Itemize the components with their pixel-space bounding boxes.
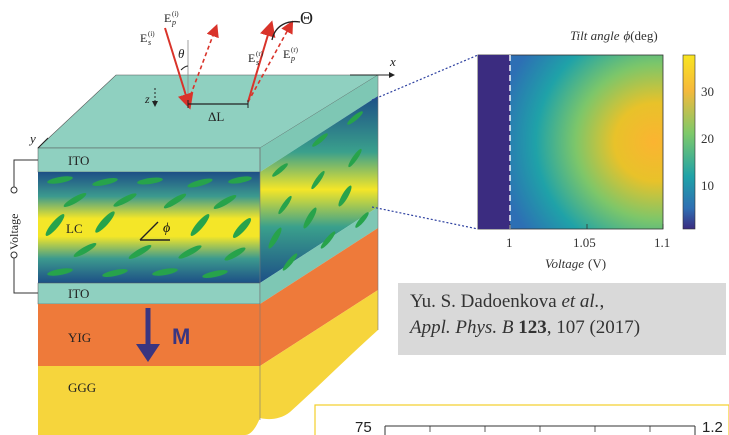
svg-text:E: E bbox=[140, 31, 147, 45]
citation-box: Yu. S. Dadoenkova et al., Appl. Phys. B … bbox=[398, 283, 726, 355]
svg-text:E: E bbox=[248, 51, 255, 65]
svg-text:(r): (r) bbox=[291, 46, 299, 54]
incident-s-field: E s (i) bbox=[140, 30, 155, 47]
layer-lc bbox=[38, 172, 260, 283]
label-lc: LC bbox=[66, 221, 83, 236]
voltage-wire bbox=[13, 159, 38, 294]
voltage-label: Voltage bbox=[7, 214, 21, 250]
colorbar bbox=[682, 54, 696, 230]
label-ggg: GGG bbox=[68, 380, 96, 395]
y-axis bbox=[37, 137, 49, 149]
bottom-chart-left-tick: 75 bbox=[355, 419, 372, 435]
svg-text:E: E bbox=[164, 11, 171, 25]
inset-xlabel: Voltage(V) bbox=[545, 256, 606, 271]
z-axis-label: z bbox=[144, 92, 150, 106]
lc-molecules-side bbox=[268, 111, 369, 271]
svg-text:(r): (r) bbox=[256, 50, 264, 58]
svg-text:E: E bbox=[283, 47, 290, 61]
phi-label: ϕ bbox=[163, 221, 170, 236]
theta-arc bbox=[180, 65, 189, 71]
svg-text:(i): (i) bbox=[172, 10, 179, 18]
inset-xtick-1: 1 bbox=[506, 235, 513, 250]
reflected-s-field: E s (r) bbox=[248, 50, 264, 67]
inset-dark-band bbox=[478, 55, 510, 229]
side-ito-bottom bbox=[260, 207, 378, 304]
svg-text:p: p bbox=[290, 54, 295, 63]
colorbar-tick-30: 30 bbox=[701, 84, 714, 99]
incident-beam bbox=[164, 27, 194, 110]
label-yig: YIG bbox=[68, 330, 91, 345]
colorbar-tick-10: 10 bbox=[701, 178, 714, 193]
zoom-line-bottom bbox=[371, 206, 479, 230]
magnetization-label: M bbox=[172, 324, 190, 349]
inset-xtick-3: 1.1 bbox=[654, 235, 670, 250]
phi-angle-mark bbox=[139, 221, 170, 241]
lc-molecules-front bbox=[45, 176, 252, 278]
svg-text:Voltage(V): Voltage(V) bbox=[545, 256, 606, 271]
incident-p-beam bbox=[187, 24, 219, 103]
x-axis-label: x bbox=[389, 54, 396, 69]
inset-xtick-2: 1.05 bbox=[573, 235, 596, 250]
y-axis-label: y bbox=[28, 131, 36, 146]
reflected-beam bbox=[247, 20, 276, 103]
big-theta-arc bbox=[271, 20, 301, 41]
svg-text:(i): (i) bbox=[148, 30, 155, 38]
bottom-chart-right-tick: 1.2 bbox=[702, 419, 723, 435]
ggg-front-wave bbox=[38, 406, 260, 435]
svg-text:s: s bbox=[256, 58, 259, 67]
svg-text:s: s bbox=[148, 38, 151, 47]
incident-p-field: E p (i) bbox=[164, 10, 179, 27]
side-ggg bbox=[260, 290, 378, 420]
reflected-p-field: E p (r) bbox=[283, 46, 299, 63]
layer-ito-top bbox=[37, 147, 261, 173]
side-ito-top bbox=[260, 75, 378, 172]
citation-line-2: Appl. Phys. B 123, 107 (2017) bbox=[410, 317, 641, 338]
shift-label: ΔL bbox=[208, 109, 224, 124]
side-lc bbox=[260, 96, 378, 283]
theta-label: θ bbox=[178, 46, 185, 61]
svg-text:p: p bbox=[171, 18, 176, 27]
zoom-line-top bbox=[371, 54, 479, 101]
side-yig bbox=[260, 228, 378, 366]
reflected-p-beam bbox=[247, 20, 294, 103]
colorbar-tick-20: 20 bbox=[701, 131, 714, 146]
bottom-chart-frame bbox=[314, 404, 729, 435]
label-ito-top: ITO bbox=[68, 153, 89, 168]
magnetization-arrowhead bbox=[136, 344, 160, 362]
citation-line-1: Yu. S. Dadoenkova et al., bbox=[410, 291, 605, 312]
label-ito-bottom: ITO bbox=[68, 286, 89, 301]
big-theta-label: Θ bbox=[300, 8, 313, 28]
layer-ggg bbox=[38, 366, 260, 406]
